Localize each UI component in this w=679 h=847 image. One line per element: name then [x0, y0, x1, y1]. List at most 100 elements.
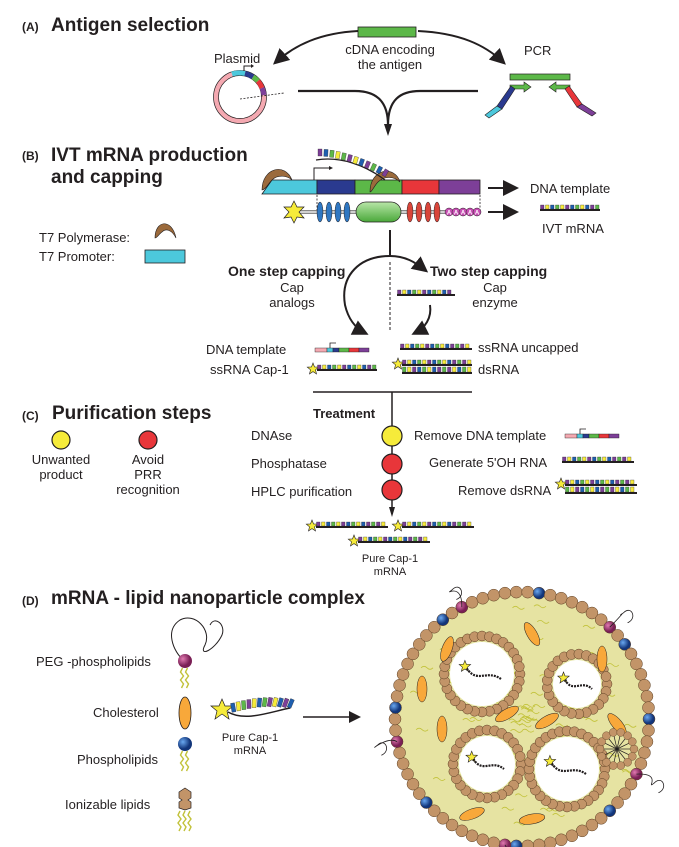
rna-strand-icon	[392, 520, 474, 531]
avoid-prr-legend-icon	[139, 431, 157, 449]
product-ssrna-uncapped-label: ssRNA uncapped	[478, 340, 578, 355]
avoid-line1: Avoid	[106, 452, 190, 467]
step-treatment-hplc: HPLC purification	[251, 484, 352, 499]
step-effect-dnase: Remove DNA template	[414, 428, 546, 443]
polya-letter: A	[454, 211, 459, 217]
ionizable-lipid-head	[514, 662, 524, 672]
ionizable-lipid-head	[477, 592, 489, 604]
panel-b-label: (B)	[22, 149, 39, 164]
cdna-bar	[358, 27, 416, 37]
ionizable-lipid-head	[630, 658, 642, 670]
one-step-capping-label: One step capping	[228, 264, 345, 279]
panel-d-title: mRNA - lipid nanoparticle complex	[51, 588, 365, 610]
lipid-tail-icon	[181, 751, 189, 771]
product-ssrna-cap1-label: ssRNA Cap-1	[210, 362, 289, 377]
aqueous-core	[535, 737, 599, 801]
ionizable-lipid-head-icon	[179, 788, 191, 810]
micelle-head	[598, 752, 606, 760]
peg-chain-icon	[172, 618, 223, 662]
ionizable-lipid-head	[635, 758, 647, 770]
merge-arrow	[298, 91, 478, 125]
dna-template-icon	[262, 149, 480, 194]
avoid-line2: PRR	[106, 467, 190, 482]
panel-a-title: Antigen selection	[51, 15, 209, 37]
cap-star-icon	[306, 520, 317, 531]
pure-cap1-label-d: Pure Cap-1 mRNA	[205, 732, 295, 758]
ionizable-lipid-head	[402, 768, 414, 780]
ionizable-lipid-head	[510, 586, 522, 598]
ionizable-lipid-head	[555, 592, 567, 604]
cap-analogs-line1: Cap	[262, 280, 322, 295]
cap-star-icon	[307, 363, 318, 374]
ionizable-lipid-head	[566, 830, 578, 842]
ionizable-lipid-head	[555, 834, 567, 846]
pcr-label: PCR	[524, 43, 551, 58]
cdna-label: cDNA encoding the antigen	[330, 42, 450, 72]
phospholipid-head-icon	[178, 737, 192, 751]
rna-strand-icon	[562, 457, 634, 463]
ionizable-lipid-head	[638, 747, 650, 759]
panel-c-label: (C)	[22, 409, 39, 424]
ionizable-lipid-head	[544, 589, 556, 601]
ionizable-lipid-head	[391, 690, 403, 702]
dna-template-mini-icon	[565, 429, 619, 438]
component-ionizable-lipids: Ionizable lipids	[65, 797, 150, 812]
rna-strand-icon	[348, 535, 430, 546]
step-hplc-icon	[382, 480, 402, 500]
unwanted-line2: product	[21, 467, 101, 482]
panel-b-title-line1: IVT mRNA production	[51, 145, 248, 167]
panel-d-label: (D)	[22, 594, 39, 609]
two-step-capping-label: Two step capping	[430, 264, 547, 279]
ionizable-lipid-head	[522, 586, 534, 598]
treatment-heading: Treatment	[313, 406, 375, 421]
micelle-head	[609, 728, 617, 736]
micelle-head	[630, 745, 638, 753]
pure-cap1-d-line2: mRNA	[205, 745, 295, 758]
component-phospholipids: Phospholipids	[77, 752, 158, 767]
ivt-mrna-label: IVT mRNA	[542, 221, 604, 236]
panel-a-label: (A)	[22, 20, 39, 35]
component-peg-phospholipids: PEG -phospholipids	[36, 654, 151, 669]
dna-template-mini-icon	[315, 343, 369, 352]
polya-tail-icon: AAAAA	[445, 208, 481, 217]
product-dsrna-label: dsRNA	[478, 362, 519, 377]
polya-letter: A	[475, 211, 480, 217]
ionizable-lipid-head	[477, 834, 489, 846]
rna-strand-icon	[400, 344, 472, 350]
t7-promoter-legend-icon	[145, 250, 185, 263]
ionizable-lipid-head	[397, 668, 409, 680]
ionizable-lipid-head	[642, 702, 654, 714]
unwanted-legend-label: Unwanted product	[21, 452, 101, 482]
rna-strand-icon	[306, 520, 388, 531]
dna-template-label: DNA template	[530, 181, 610, 196]
avoid-prr-legend-label: Avoid PRR recognition	[106, 452, 190, 497]
cap-analogs-label: Cap analogs	[262, 280, 322, 310]
step-treatment-dnase: DNAse	[251, 428, 292, 443]
step-treatment-phosphatase: Phosphatase	[251, 456, 327, 471]
aqueous-core	[553, 660, 601, 708]
lipid-tail-icon	[181, 668, 189, 688]
rna-strand-icon	[540, 205, 600, 211]
pure-cap1-label-c: Pure Cap-1 mRNA	[345, 553, 435, 579]
step-dnase-icon	[382, 426, 402, 446]
t7-promoter-legend-label: T7 Promoter:	[39, 249, 115, 264]
pure-cap1-line1: Pure Cap-1	[345, 553, 435, 566]
ionizable-lipid-head	[389, 713, 401, 725]
rna-strand-icon	[307, 363, 377, 374]
t7-polymerase-legend-icon	[155, 224, 176, 238]
plasmid-icon	[214, 64, 285, 124]
cap-enzyme-label: Cap enzyme	[465, 280, 525, 310]
polya-letter: A	[461, 211, 466, 217]
ionizable-lipid-head	[638, 679, 650, 691]
ionizable-lipid-head	[641, 736, 653, 748]
cap-analogs-line2: analogs	[262, 295, 322, 310]
panel-d-graphics	[172, 586, 664, 847]
component-cholesterol: Cholesterol	[93, 705, 159, 720]
ionizable-lipid-head	[394, 679, 406, 691]
pure-cap1-d-line1: Pure Cap-1	[205, 732, 295, 745]
phospholipid-head	[390, 702, 402, 714]
phospholipid-head	[533, 587, 545, 599]
ionizable-lipid-head	[642, 724, 654, 736]
polya-letter: A	[447, 211, 452, 217]
product-dna-template-label: DNA template	[206, 342, 286, 357]
